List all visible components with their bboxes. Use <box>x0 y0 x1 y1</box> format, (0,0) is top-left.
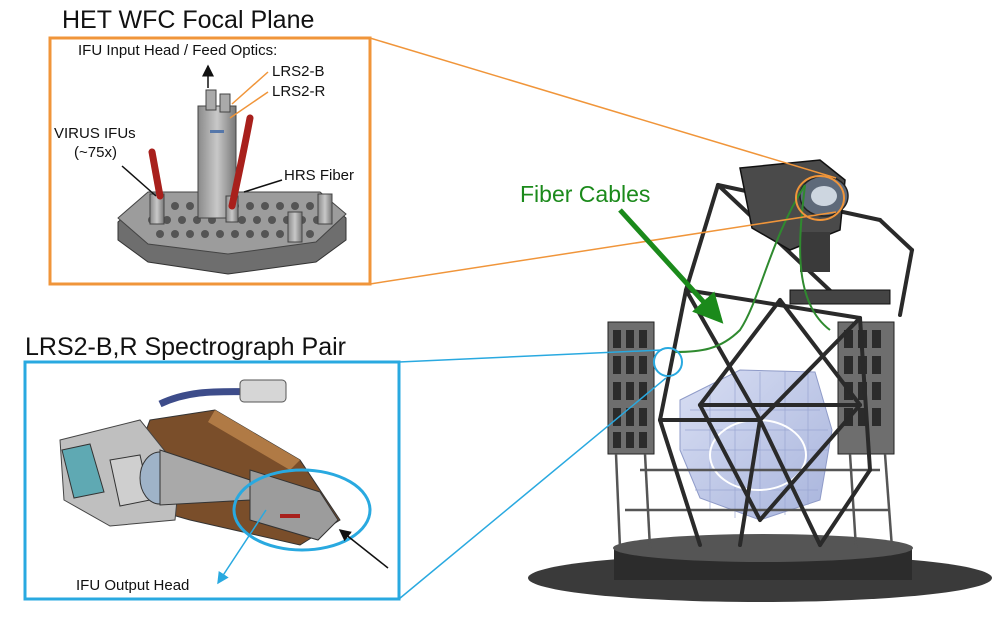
hrs-fiber-label: HRS Fiber <box>284 167 354 184</box>
spectrograph-inset: LRS2-B,R Spectrograph Pair IFU Output He… <box>23 333 401 601</box>
telescope-truss <box>658 183 914 547</box>
spectrograph-connectors <box>398 349 667 600</box>
virus-ifus-pointer <box>121 165 157 197</box>
fiber-cables-label: Fiber Cables <box>520 181 650 207</box>
lrs2-b-label: LRS2-B <box>272 63 325 80</box>
red-fibers <box>148 114 254 210</box>
virus-ifu-posts <box>149 193 333 243</box>
virus-ifus-count-label: (~75x) <box>74 144 117 161</box>
focal-plane-highlight-circle <box>795 175 845 221</box>
telescope-illustration <box>528 159 992 602</box>
ifu-output-head-label: IFU Output Head <box>76 577 189 594</box>
hrs-fiber-pointer <box>243 179 283 193</box>
lrs2-b-pointer <box>231 71 269 105</box>
focal-plane-title: HET WFC Focal Plane <box>62 6 314 34</box>
fiber-cables-path <box>674 184 831 353</box>
spectrograph-body <box>59 379 341 546</box>
lrs2-r-label: LRS2-R <box>272 83 326 100</box>
focal-plane-inset: HET WFC Focal Plane IFU Input Head / Fee… <box>48 6 372 286</box>
lrs2-r-pointer <box>229 91 269 119</box>
ifu-input-head-label: IFU Input Head / Feed Optics: <box>78 42 277 59</box>
spectrograph-title: LRS2-B,R Spectrograph Pair <box>25 333 346 361</box>
ifu-output-head-arrow <box>217 509 267 585</box>
virus-ifus-label: VIRUS IFUs <box>54 125 136 142</box>
virus-rack-left <box>607 321 655 455</box>
spectrograph-highlight-circle <box>653 347 683 377</box>
input-beam-arrow <box>338 529 389 569</box>
lower-legs <box>614 453 894 549</box>
focal-plane-connectors <box>369 37 837 285</box>
fiber-cables-arrow <box>618 208 724 324</box>
ifu-output-head-circle <box>232 468 372 552</box>
tracker-assembly <box>739 159 891 305</box>
